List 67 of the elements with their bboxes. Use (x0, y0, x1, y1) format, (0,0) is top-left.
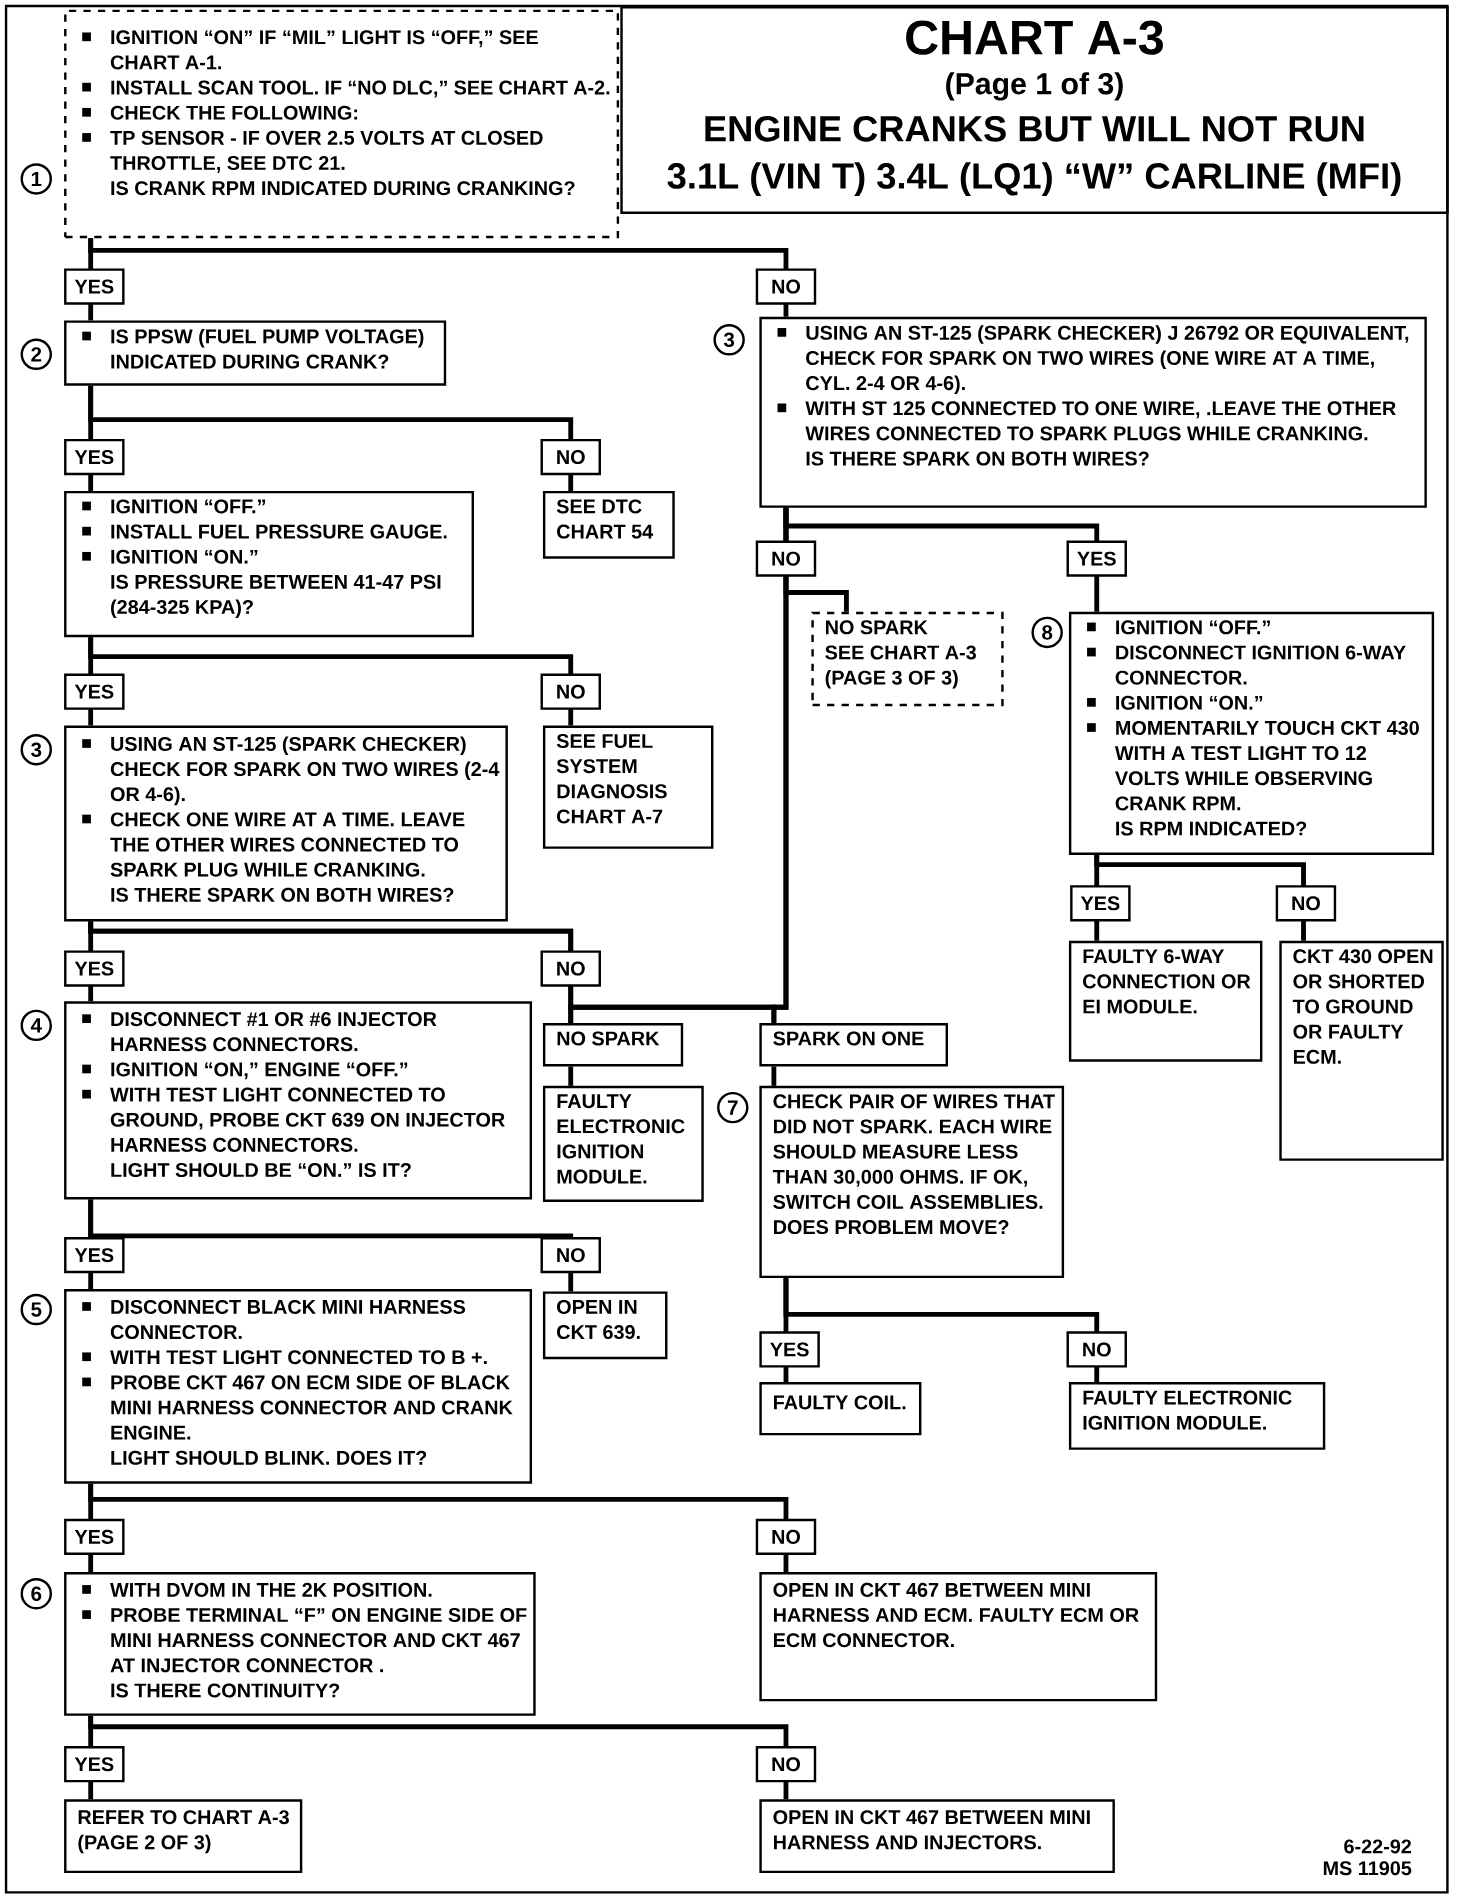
step-box: USING AN ST-125 (SPARK CHECKER) CHECK FOR SPARK ON TWO WIRES (2-4 OR 4-6). CHECK ONE WIRE AT A TIME. LEAVE THE OTHER WIRES CONNECTED TO SPARK PLUG WHILE CRANKING. IS THERE SPARK ON BOTH WIRES? (64, 725, 509, 922)
connector-line (88, 238, 789, 317)
connector-line (771, 507, 789, 1023)
edge-label: NO (755, 540, 817, 577)
result-box: REFER TO CHART A-3 (PAGE 2 OF 3) (64, 1799, 303, 1874)
edge-label: NO (1275, 885, 1337, 922)
connector-line (1094, 854, 1307, 941)
connector-line (88, 1199, 574, 1292)
step-box: IGNITION “OFF.” DISCONNECT IGNITION 6-WAY CONNECTOR. IGNITION “ON.” MOMENTARILY TOUCH CKT 430 WITH A TEST LIGHT TO 12 VOLTS WHILE OBSERVING CRANK RPM. IS RPM INDICATED? (1069, 611, 1435, 855)
note-box: IGNITION “ON” IF “MIL” LIGHT IS “OFF,” SEE CHART A-1. INSTALL SCAN TOOL. IF “NO DLC,” SEE CHART A-2. CHECK THE FOLLOWING: TP SENSOR - IF OVER 2.5 VOLTS AT CLOSED THROTTLE, SEE DTC 21. IS CRANK RPM INDICATED DURING CRANKING? (64, 9, 620, 239)
connector-line (783, 1278, 1100, 1383)
result-box: OPEN IN CKT 467 BETWEEN MINI HARNESS AND ECM. FAULTY ECM OR ECM CONNECTOR. (759, 1571, 1158, 1702)
result-box: CKT 430 OPEN OR SHORTED TO GROUND OR FAULTY ECM. (1279, 940, 1444, 1161)
step-number: 4 (20, 1009, 53, 1042)
result-box: SEE DTC CHART 54 (543, 490, 675, 559)
result-box: OPEN IN CKT 639. (543, 1291, 668, 1360)
edge-label: YES (1070, 885, 1131, 922)
edge-label: NO (755, 268, 817, 305)
step-number: 6 (20, 1578, 53, 1610)
step-number: 3 (713, 324, 746, 356)
drawing-number: MS 11905 (1324, 1861, 1412, 1876)
step-box: DISCONNECT BLACK MINI HARNESS CONNECTOR. WITH TEST LIGHT CONNECTED TO B +. PROBE CKT 467 ON ECM SIDE OF BLACK MINI HARNESS CONNECTOR AND CRANK ENGINE. LIGHT SHOULD BLINK. DOES IT? (64, 1289, 533, 1484)
step-box: DISCONNECT #1 OR #6 INJECTOR HARNESS CONNECTORS. IGNITION “ON,” ENGINE “OFF.” WITH TEST LIGHT CONNECTED TO GROUND, PROBE CKT 639 ON INJECTOR HARNESS CONNECTORS. LIGHT SHOULD BE “ON.” IS IT? (64, 1001, 533, 1200)
step-number: 2 (20, 338, 53, 370)
result-box: NO SPARK (543, 1023, 684, 1067)
result-box: OPEN IN CKT 467 BETWEEN MINI HARNESS AND INJECTORS. (759, 1799, 1116, 1874)
edge-label: NO (540, 673, 602, 710)
connector-line (88, 385, 574, 491)
step-box: CHECK PAIR OF WIRES THAT DID NOT SPARK. EACH WIRE SHOULD MEASURE LESS THAN 30,000 OHMS. IF OK, SWITCH COIL ASSEMBLIES. DOES PROBLEM MOVE? (759, 1085, 1065, 1279)
step-box: USING AN ST-125 (SPARK CHECKER) J 26792 OR EQUIVALENT, CHECK FOR SPARK ON TWO WIRES (ONE WIRE AT A TIME, CYL. 2-4 OR 4-6). WITH ST 125 CONNECTED TO ONE WIRE, .LEAVE THE OTHER WIRES CONNECTED TO SPARK PLUGS WHILE CRANKING. IS THERE SPARK ON BOTH WIRES? (759, 316, 1428, 508)
connector-line (88, 637, 574, 726)
step-number: 7 (717, 1091, 749, 1124)
connector-line (771, 1066, 777, 1086)
edge-label: YES (64, 438, 125, 476)
result-box: SEE FUEL SYSTEM DIAGNOSIS CHART A-7 (543, 725, 714, 849)
edge-label: YES (1066, 540, 1128, 577)
step-number: 3 (20, 734, 53, 766)
edge-label: NO (1066, 1331, 1128, 1368)
result-box: SPARK ON ONE (759, 1023, 949, 1067)
edge-label: YES (64, 950, 125, 987)
step-number: 1 (20, 163, 53, 195)
edge-label: NO (540, 1237, 602, 1274)
edge-label: YES (64, 673, 125, 710)
step-box: IGNITION “OFF.” INSTALL FUEL PRESSURE GAUGE. IGNITION “ON.” IS PRESSURE BETWEEN 41-47 PSI (284-325 KPA)? (64, 490, 475, 638)
connector-line (88, 1483, 789, 1572)
note-box: NO SPARK SEE CHART A-3 (PAGE 3 OF 3) (811, 611, 1004, 707)
connector-line (88, 1715, 789, 1800)
edge-label: NO (540, 950, 602, 987)
step-box: IS PPSW (FUEL PUMP VOLTAGE) INDICATED DURING CRANK? (64, 320, 447, 386)
step-number: 8 (1031, 616, 1064, 649)
step-box: WITH DVOM IN THE 2K POSITION. PROBE TERMINAL “F” ON ENGINE SIDE OF MINI HARNESS CONNECTOR AND CKT 467 AT INJECTOR CONNECTOR . IS THERE CONTINUITY? (64, 1571, 536, 1716)
result-box: FAULTY COIL. (759, 1382, 922, 1436)
edge-label: NO (540, 438, 602, 476)
edge-label: YES (64, 1518, 125, 1555)
step-number: 5 (20, 1293, 53, 1326)
connector-line (568, 1066, 574, 1086)
edge-label: NO (755, 1746, 817, 1783)
edge-label: NO (755, 1518, 817, 1555)
edge-label: YES (64, 268, 125, 305)
edge-label: YES (64, 1746, 125, 1783)
drawing-number: 6-22-92 (1344, 1839, 1412, 1854)
result-box: FAULTY ELECTRONIC IGNITION MODULE. (1069, 1382, 1326, 1450)
edge-label: YES (759, 1331, 821, 1368)
result-box: FAULTY ELECTRONIC IGNITION MODULE. (543, 1085, 704, 1202)
title-box: CHART A-3 (Page 1 of 3) ENGINE CRANKS BUT WILL NOT RUN 3.1L (VIN T) 3.4L (LQ1) “W” CARLINE (MFI) (620, 6, 1449, 215)
result-box: FAULTY 6-WAY CONNECTION OR EI MODULE. (1069, 940, 1263, 1062)
edge-label: YES (64, 1237, 125, 1274)
